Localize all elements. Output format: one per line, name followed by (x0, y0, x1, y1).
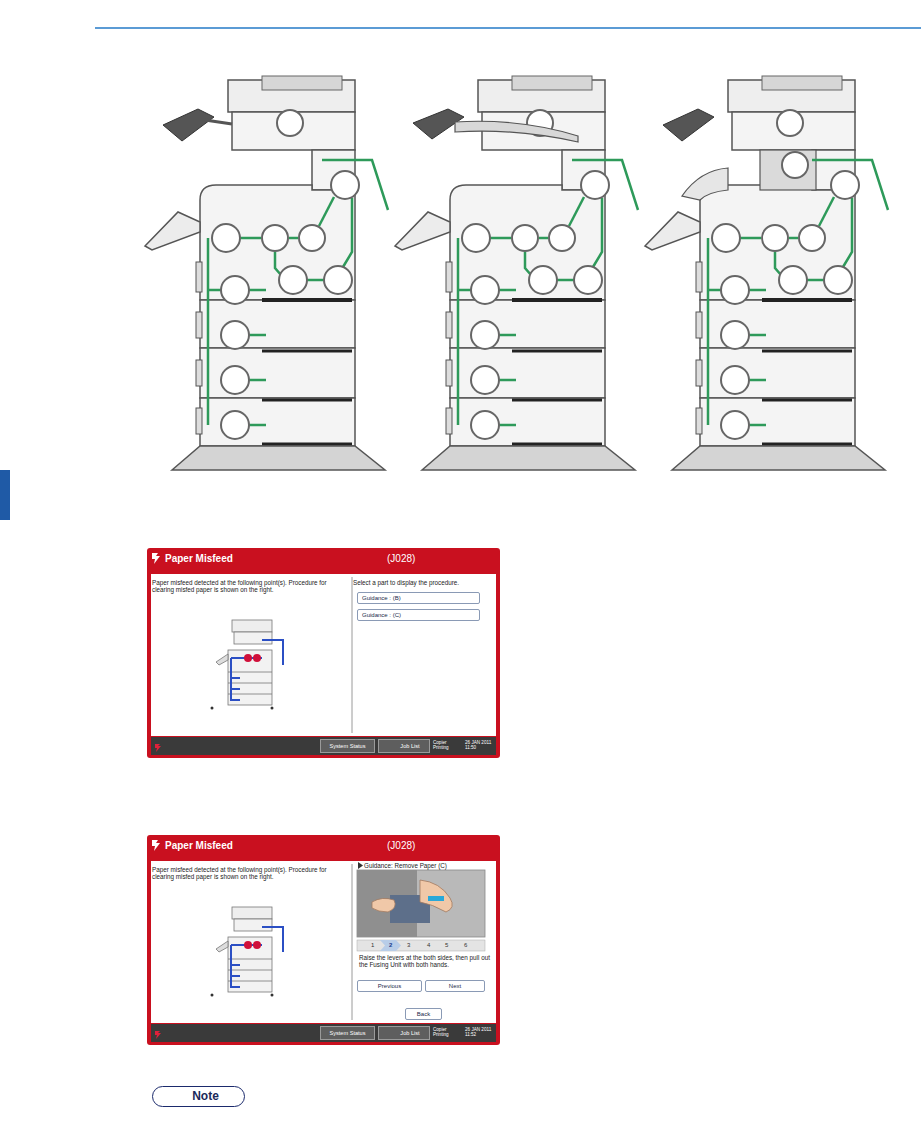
button-label: Job List (400, 1030, 419, 1036)
use-shape (147, 548, 500, 758)
status-message: Paper misfeed detected at the following … (152, 866, 350, 880)
guidance-button: Guidance : (C) (357, 609, 480, 621)
step-number: 2 (389, 942, 392, 949)
back-button: Back (405, 1008, 442, 1020)
path-shape (682, 168, 728, 200)
rect-shape (357, 870, 485, 937)
job-list-button: Job List (378, 739, 430, 753)
button-label: System Status (329, 1030, 365, 1036)
next-button: Next (425, 980, 485, 992)
step-number: 4 (427, 942, 430, 949)
button-label: Next (449, 983, 461, 990)
button-label: System Status (329, 743, 365, 749)
error-code: (J028) (387, 553, 415, 565)
rect-shape (760, 150, 816, 190)
use-shape (145, 76, 388, 470)
line-shape (205, 120, 232, 124)
note-badge: Note (152, 1086, 245, 1107)
date-time: 26 JAN 2011 11:52 (465, 1027, 498, 1038)
screen-panel: Paper Misfeed (J028) Paper misfeed detecte… (147, 835, 500, 1045)
circle-shape (782, 152, 808, 178)
use-shape (211, 907, 284, 997)
screen-panel: Paper Misfeed (J028) Paper misfeed detecte… (147, 548, 500, 758)
rect-shape (357, 940, 485, 951)
status-button: System Status (320, 739, 375, 753)
button-label: Job List (400, 743, 419, 749)
button-label: Note (192, 1090, 219, 1103)
button-label: Guidance : (C) (362, 612, 401, 619)
line-shape (812, 159, 822, 162)
step-number: 1 (371, 942, 374, 949)
use-shape (645, 76, 888, 470)
job-list-button: Job List (378, 1026, 430, 1040)
instruction-text: Select a part to display the procedure. (353, 579, 493, 586)
use-shape (147, 835, 500, 1045)
polygon-shape (380, 940, 401, 951)
polygon-shape (358, 862, 363, 869)
step-number: 6 (464, 942, 467, 949)
step-number: 5 (445, 942, 448, 949)
rect-shape (0, 470, 10, 520)
date-time: 26 JAN 2011 11:50 (465, 740, 498, 751)
screen-title: Paper Misfeed (165, 840, 233, 852)
status-button: System Status (320, 1026, 375, 1040)
button-label: Guidance : (B) (362, 595, 401, 602)
button-label: Back (417, 1011, 430, 1018)
path-shape (372, 898, 395, 912)
button-label: Previous (378, 983, 401, 990)
guidance-button: Guidance : (B) (357, 592, 480, 604)
polygon-shape (663, 109, 714, 141)
step-number: 3 (407, 942, 410, 949)
mode-text: Copier Printing (433, 1027, 461, 1038)
use-shape (211, 620, 284, 710)
mode-text: Copier Printing (433, 740, 461, 751)
use-shape (395, 76, 638, 470)
error-code: (J028) (387, 840, 415, 852)
rect-shape (428, 896, 444, 901)
polygon-shape (163, 109, 214, 141)
line-shape (95, 27, 921, 29)
path-shape (420, 880, 452, 912)
screen-title: Paper Misfeed (165, 553, 233, 565)
instruction-text: Raise the levers at the both sides, then… (359, 954, 497, 968)
path-shape (455, 121, 578, 142)
status-message: Paper misfeed detected at the following … (152, 579, 350, 593)
previous-button: Previous (357, 980, 422, 992)
guidance-heading: Guidance: Remove Paper (C) (364, 862, 494, 869)
